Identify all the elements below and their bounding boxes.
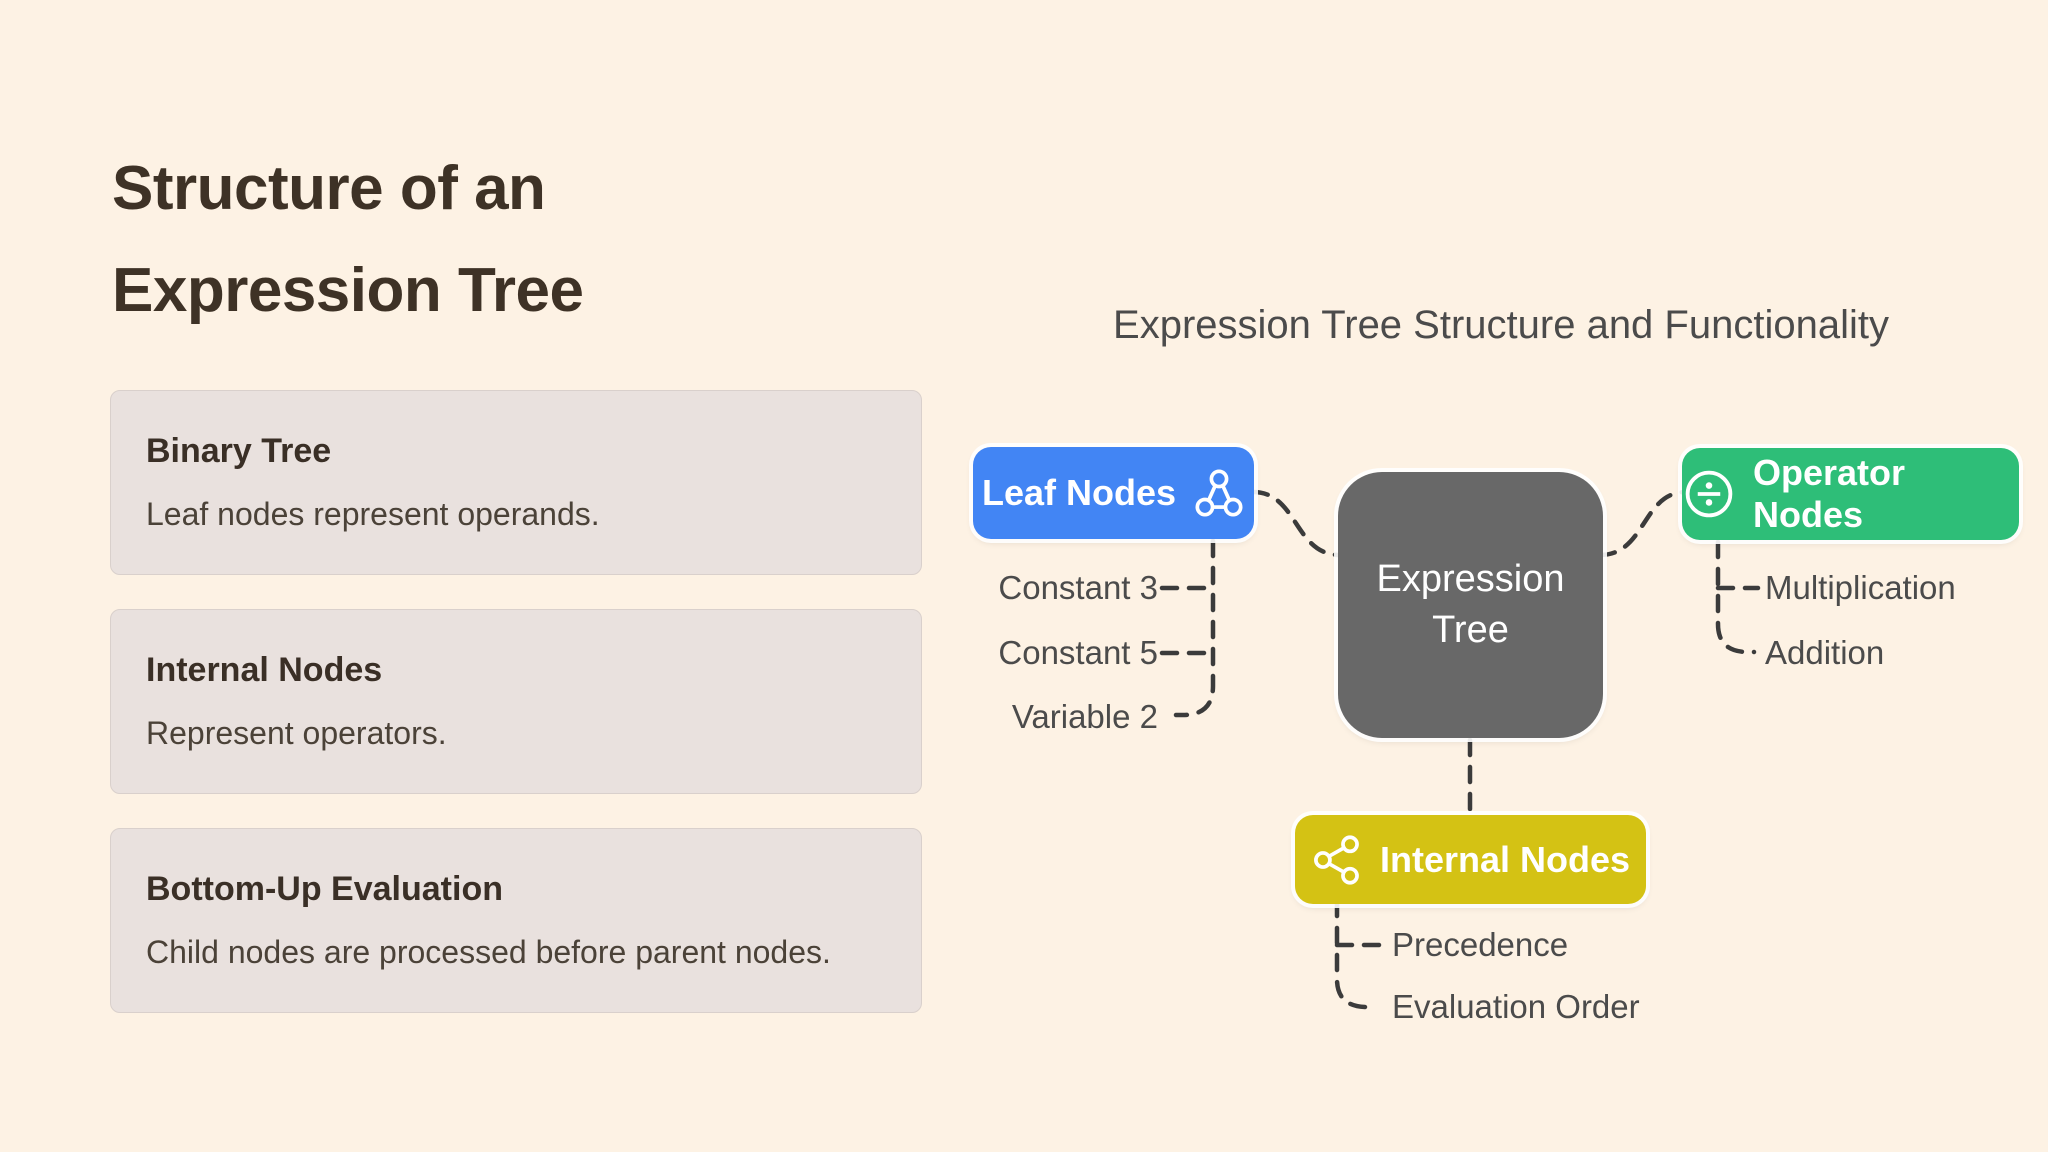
- share-icon: [1311, 834, 1363, 886]
- card-binary-tree: Binary Tree Leaf nodes represent operand…: [110, 390, 922, 575]
- card-body: Represent operators.: [146, 715, 447, 751]
- card-internal-nodes: Internal Nodes Represent operators.: [110, 609, 922, 794]
- internal-child-precedence: Precedence: [1392, 926, 1569, 963]
- card-heading: Internal Nodes: [146, 651, 383, 689]
- internal-nodes-label: Internal Nodes: [1379, 838, 1631, 880]
- leaf-child-constant-3: Constant 3: [998, 569, 1158, 606]
- operator-child-addition: Addition: [1765, 634, 1885, 671]
- internal-child-evaluation-order: Evaluation Order: [1392, 988, 1640, 1025]
- network-triangle-icon: [1193, 467, 1245, 519]
- diagram-title: Expression Tree Structure and Functional…: [1113, 303, 1889, 347]
- leaf-nodes-label: Leaf Nodes: [981, 472, 1177, 513]
- operator-nodes-node: Operator Nodes: [1682, 448, 2019, 540]
- card-heading: Bottom-Up Evaluation: [146, 870, 503, 908]
- expression-tree-label: Expression Tree: [1376, 557, 1565, 651]
- info-card-list: Binary Tree Leaf nodes represent operand…: [110, 390, 922, 1047]
- card-heading: Binary Tree: [146, 432, 332, 470]
- leaf-nodes-node: Leaf Nodes: [973, 447, 1254, 539]
- divide-circle-icon: [1682, 467, 1736, 521]
- expression-tree-node: Expression Tree: [1338, 472, 1603, 738]
- card-body: Leaf nodes represent operands.: [146, 496, 600, 532]
- operator-nodes-label: Operator Nodes: [1753, 452, 1906, 535]
- internal-nodes-node: Internal Nodes: [1295, 815, 1646, 904]
- operator-child-multiplication: Multiplication: [1765, 569, 1956, 606]
- leaf-child-constant-5: Constant 5: [998, 634, 1158, 671]
- card-body: Child nodes are processed before parent …: [146, 934, 831, 970]
- leaf-child-variable-2: Variable 2: [1011, 698, 1158, 735]
- page-title: Structure of an Expression Tree: [112, 154, 584, 325]
- card-bottom-up-evaluation: Bottom-Up Evaluation Child nodes are pro…: [110, 828, 922, 1013]
